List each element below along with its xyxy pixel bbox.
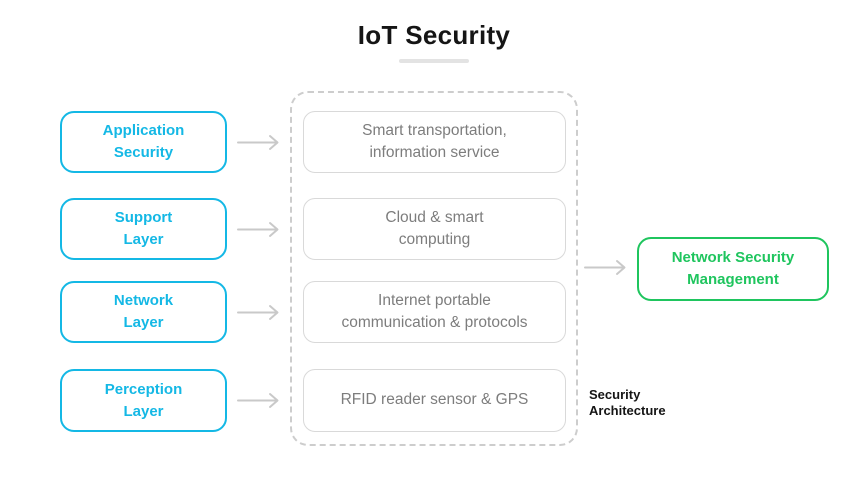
node-smart-transportation: Smart transportation, information servic… [303, 111, 566, 173]
node-application-security: Application Security [60, 111, 227, 173]
node-rfid-gps: RFID reader sensor & GPS [303, 369, 566, 432]
arrow-right-icon [237, 135, 279, 150]
arrow-right-icon [237, 393, 279, 408]
node-support-layer: Support Layer [60, 198, 227, 260]
node-network-security-management: Network Security Management [637, 237, 829, 301]
page-title: IoT Security [357, 20, 511, 50]
arrow-right-icon [584, 260, 626, 275]
node-internet-communication: Internet portable communication & protoc… [303, 281, 566, 343]
arrow-right-icon [237, 222, 279, 237]
title-underline [399, 59, 469, 63]
arrow-right-icon [237, 305, 279, 320]
node-cloud-smart-computing: Cloud & smart computing [303, 198, 566, 260]
node-perception-layer: Perception Layer [60, 369, 227, 432]
security-architecture-label: Security Architecture [589, 387, 666, 419]
node-network-layer: Network Layer [60, 281, 227, 343]
security-architecture-container [290, 91, 578, 446]
